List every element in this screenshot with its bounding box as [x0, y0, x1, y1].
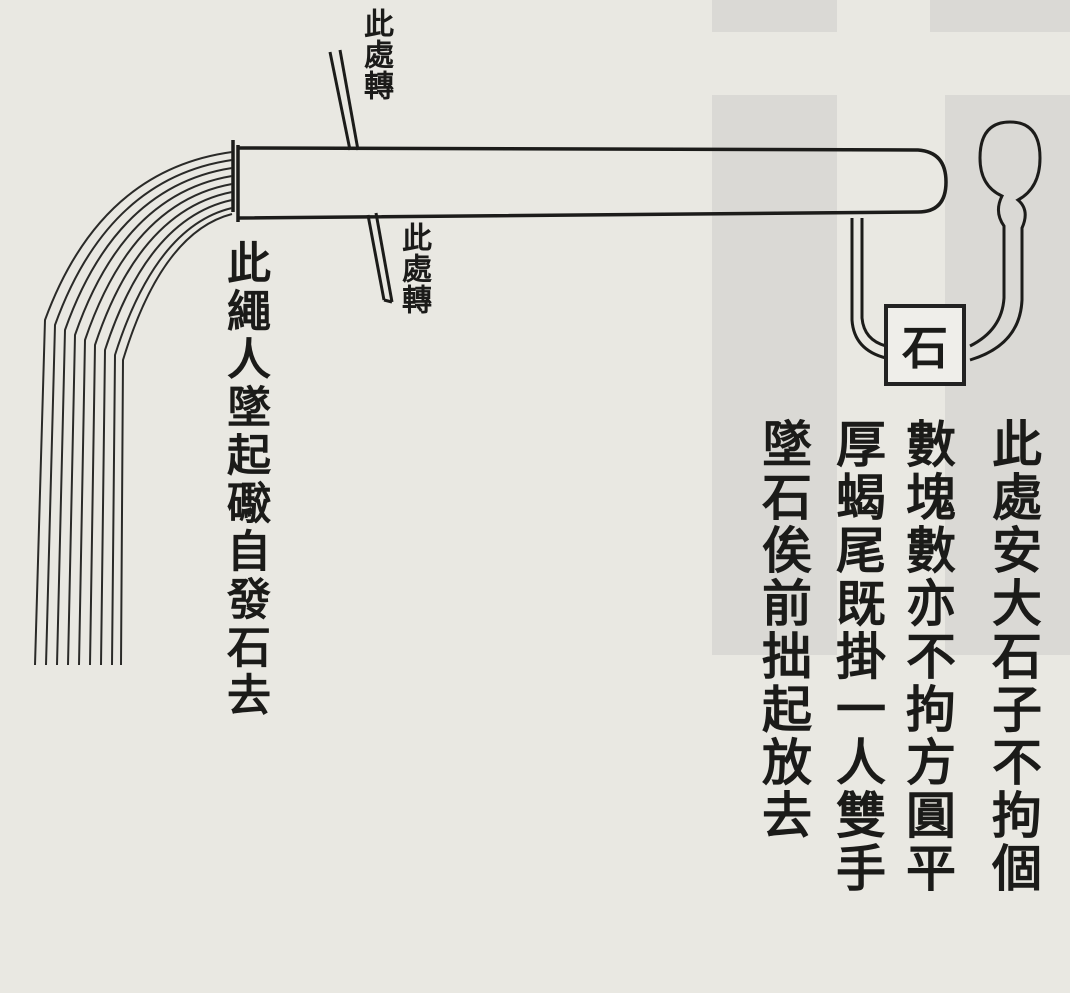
- sling-left-strap: [850, 218, 887, 360]
- turn-label-top: 此處轉: [358, 8, 393, 101]
- stone-label: 石: [884, 304, 966, 386]
- pull-ropes: [34, 151, 233, 666]
- description-column-1: 此處安大石子不拘個: [984, 418, 1043, 895]
- description-column-4: 墜石俟前拙起放去: [754, 418, 813, 842]
- watermark-block-top: [712, 0, 837, 32]
- rope-note: 此繩人墜起礮自發石去: [219, 240, 270, 720]
- throwing-arm: [231, 140, 948, 222]
- sling-loop: [969, 120, 1042, 362]
- turn-label-bottom: 此處轉: [396, 222, 431, 315]
- pivot-axle: [328, 49, 394, 304]
- watermark-block-left: [712, 95, 837, 655]
- description-column-3: 厚蝎尾既掛一人雙手: [828, 418, 887, 895]
- description-column-2: 數塊數亦不拘方圓平: [898, 418, 957, 895]
- watermark-block-top-right: [930, 0, 1070, 32]
